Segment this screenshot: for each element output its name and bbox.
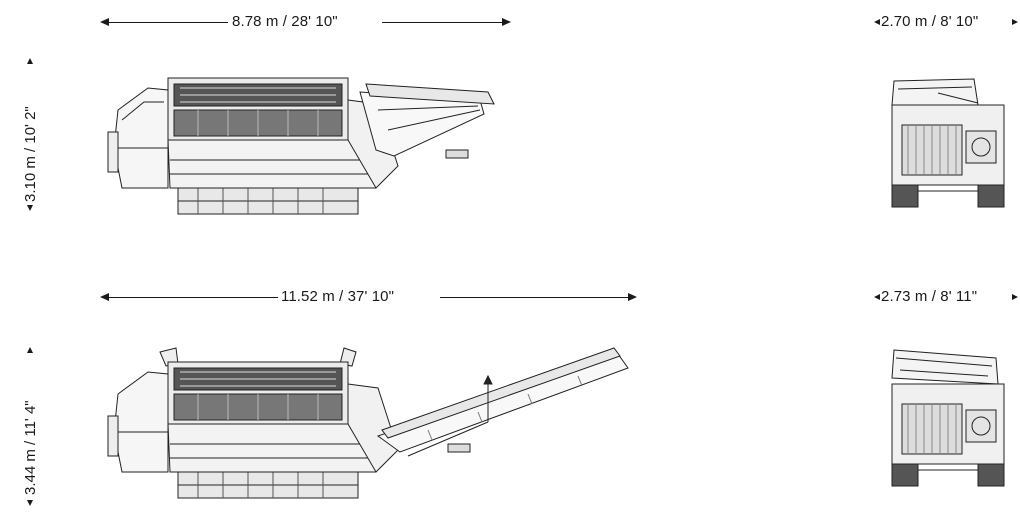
arrow-left-icon [100,18,109,26]
working-rear-view-machine-drawing [888,348,1008,488]
arrow-down-icon [27,500,33,506]
dimension-line [106,297,278,298]
arrow-left-icon [100,293,109,301]
arrow-right-icon [628,293,637,301]
working-height-label: 3.44 m / 11' 4" [22,400,39,495]
arrow-down-icon [27,205,33,211]
arrow-left-icon [874,19,880,25]
arrow-right-icon [1012,294,1018,300]
transport-height-label: 3.10 m / 10' 2" [22,106,39,202]
transport-side-view-machine-drawing [108,70,508,218]
working-side-view-machine-drawing [108,344,633,504]
working-width-label: 2.73 m / 8' 11" [881,288,978,305]
dimension-line [440,297,630,298]
arrow-right-icon [1012,19,1018,25]
arrow-left-icon [874,294,880,300]
arrow-up-icon [27,347,33,353]
arrow-right-icon [502,18,511,26]
working-length-label: 11.52 m / 37' 10" [281,288,395,305]
dimension-line [106,22,228,23]
transport-width-label: 2.70 m / 8' 10" [881,13,979,30]
transport-rear-view-machine-drawing [888,75,1008,210]
dimension-line [382,22,506,23]
transport-length-label: 8.78 m / 28' 10" [232,13,338,30]
arrow-up-icon [27,58,33,64]
